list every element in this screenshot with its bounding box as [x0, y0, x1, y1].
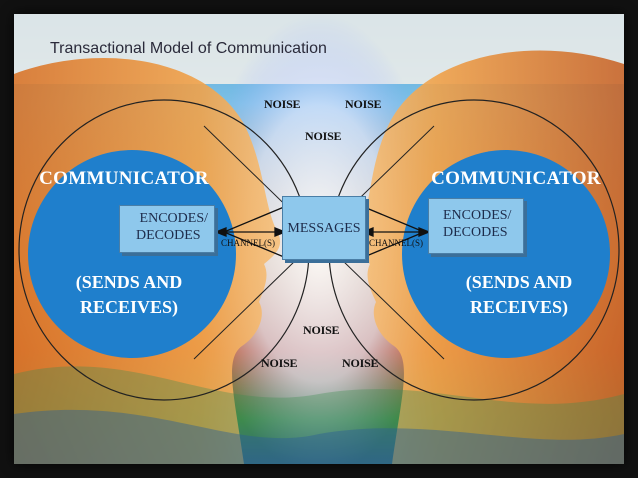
noise-bottom-left: NOISE	[261, 356, 298, 370]
slide: Transactional Model of Communication COM…	[14, 14, 624, 464]
left-decodes-label: DECODES	[136, 228, 201, 243]
left-communicator-title: COMMUNICATOR	[39, 168, 209, 189]
left-channel-label: CHANNEL(S)	[221, 238, 275, 248]
messages-box: MESSAGES	[282, 196, 366, 260]
right-decodes-label: DECODES	[443, 225, 508, 240]
right-communicator-subtitle: (SENDS AND RECEIVES)	[434, 270, 604, 320]
left-sub-line2: RECEIVES)	[79, 297, 179, 317]
noise-top-right: NOISE	[345, 97, 382, 111]
left-communicator-circle	[28, 150, 236, 358]
left-encodes-label: ENCODES/	[139, 211, 208, 226]
diagram-title: Transactional Model of Communication	[50, 40, 327, 57]
noise-bottom-right: NOISE	[342, 356, 379, 370]
noise-top-left: NOISE	[264, 97, 301, 111]
right-sub-line1: (SENDS AND	[465, 272, 573, 292]
right-sub-line2: RECEIVES)	[469, 297, 569, 317]
noise-bottom-center: NOISE	[303, 323, 340, 337]
right-communicator-title: COMMUNICATOR	[431, 168, 601, 189]
noise-top-center: NOISE	[305, 129, 342, 143]
left-communicator-subtitle: (SENDS AND RECEIVES)	[44, 270, 214, 320]
left-sub-line1: (SENDS AND	[75, 272, 183, 292]
right-encodes-decodes-box: ENCODES/ DECODES	[428, 198, 524, 254]
right-channel-label: CHANNEL(S)	[369, 238, 423, 248]
left-encodes-decodes-box: ENCODES/ DECODES	[119, 205, 215, 253]
right-encodes-label: ENCODES/	[443, 208, 512, 223]
